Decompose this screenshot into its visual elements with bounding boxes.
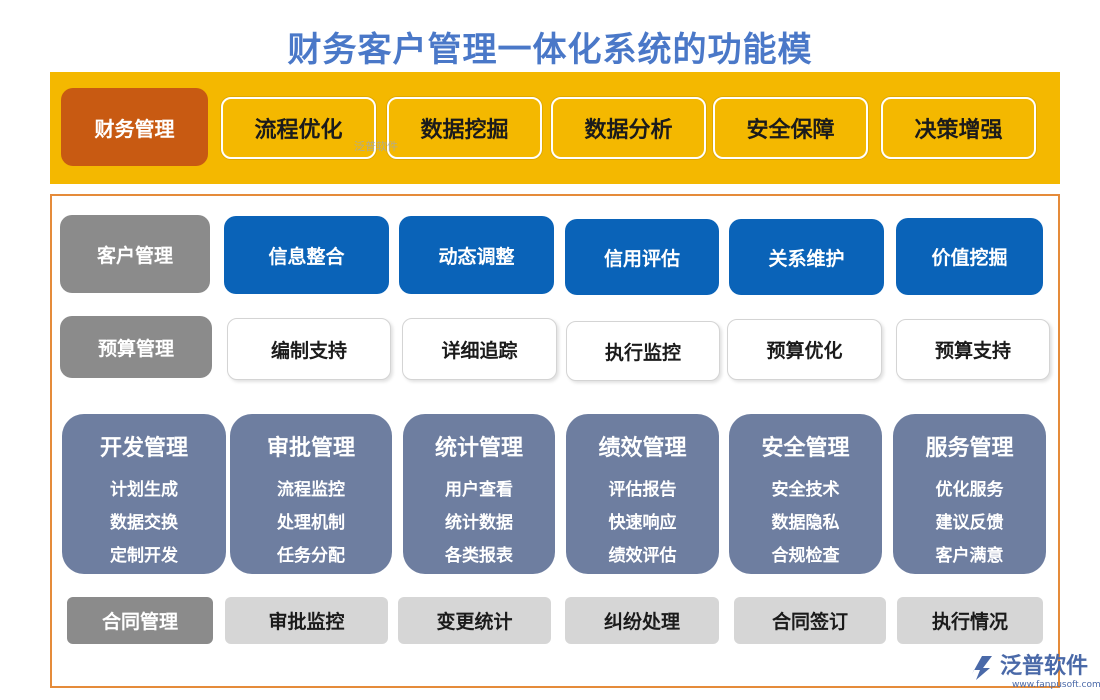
card-title: 开发管理: [99, 436, 188, 461]
card-title: 服务管理: [925, 436, 1014, 461]
card-item: 流程监控: [277, 480, 345, 500]
card-title: 统计管理: [434, 436, 523, 461]
budget-item-budget-optimize: 预算优化: [727, 319, 882, 380]
contract-item-dispute-handling: 纠纷处理: [565, 597, 719, 644]
contract-management-box: 合同管理: [67, 597, 213, 644]
card-item: 客户满意: [935, 546, 1004, 566]
customer-item-credit-eval: 信用评估: [565, 219, 719, 295]
card-item: 绩效评估: [608, 546, 677, 566]
contract-item-approval-monitor: 审批监控: [225, 597, 388, 644]
finance-item-data-analysis: 数据分析: [551, 97, 706, 159]
card-item: 计划生成: [110, 480, 178, 500]
fanpu-logo: 泛普软件: [968, 652, 1088, 682]
watermark: 泛普软件: [354, 140, 398, 153]
card-item: 用户查看: [445, 480, 513, 500]
card-item: 任务分配: [277, 546, 345, 566]
card-item: 各类报表: [445, 546, 513, 566]
finance-item-data-mining: 数据挖掘: [387, 97, 542, 159]
customer-management-box: 客户管理: [60, 215, 210, 293]
customer-item-dynamic-adjust: 动态调整: [399, 216, 554, 294]
contract-item-signing: 合同签订: [734, 597, 886, 644]
card-title: 绩效管理: [598, 436, 687, 461]
modules-frame: [50, 194, 1060, 688]
card-development-management: 开发管理 计划生成 数据交换 定制开发: [62, 414, 226, 574]
finance-item-security: 安全保障: [713, 97, 868, 159]
card-item: 数据隐私: [771, 513, 840, 533]
budget-item-execution-monitor: 执行监控: [566, 321, 720, 381]
card-security-management: 安全管理 安全技术 数据隐私 合规检查: [729, 414, 882, 574]
customer-item-relationship: 关系维护: [729, 219, 884, 295]
logo-name: 泛普软件: [1000, 654, 1089, 679]
card-item: 安全技术: [771, 480, 840, 500]
fanpu-logo-icon: [972, 656, 992, 680]
card-item: 数据交换: [110, 513, 178, 533]
finance-management-box: 财务管理: [61, 88, 208, 166]
card-item: 处理机制: [277, 513, 345, 533]
contract-item-execution-status: 执行情况: [897, 597, 1043, 644]
card-title: 审批管理: [266, 436, 355, 461]
card-approval-management: 审批管理 流程监控 处理机制 任务分配: [230, 414, 392, 574]
budget-item-budget-support: 预算支持: [896, 319, 1050, 380]
card-item: 快速响应: [608, 513, 677, 533]
finance-item-process-optimization: 流程优化: [221, 97, 376, 159]
page-title: 财务客户管理一体化系统的功能模: [287, 30, 813, 70]
logo-url: www.fanpusoft.com: [1012, 680, 1100, 690]
card-statistics-management: 统计管理 用户查看 统计数据 各类报表: [403, 414, 555, 574]
card-item: 评估报告: [608, 480, 677, 500]
card-performance-management: 绩效管理 评估报告 快速响应 绩效评估: [566, 414, 719, 574]
card-item: 统计数据: [445, 513, 513, 533]
customer-item-value-mining: 价值挖掘: [896, 218, 1043, 295]
budget-item-compile-support: 编制支持: [227, 318, 391, 380]
finance-item-decision-enhancement: 决策增强: [881, 97, 1036, 159]
card-item: 合规检查: [771, 546, 840, 566]
card-service-management: 服务管理 优化服务 建议反馈 客户满意: [893, 414, 1046, 574]
budget-management-box: 预算管理: [60, 316, 212, 378]
card-item: 建议反馈: [935, 513, 1004, 533]
contract-item-change-stats: 变更统计: [398, 597, 551, 644]
card-item: 优化服务: [935, 480, 1004, 500]
customer-item-info-integration: 信息整合: [224, 216, 389, 294]
card-title: 安全管理: [761, 436, 850, 461]
budget-item-detail-tracking: 详细追踪: [402, 318, 557, 380]
card-item: 定制开发: [110, 546, 178, 566]
